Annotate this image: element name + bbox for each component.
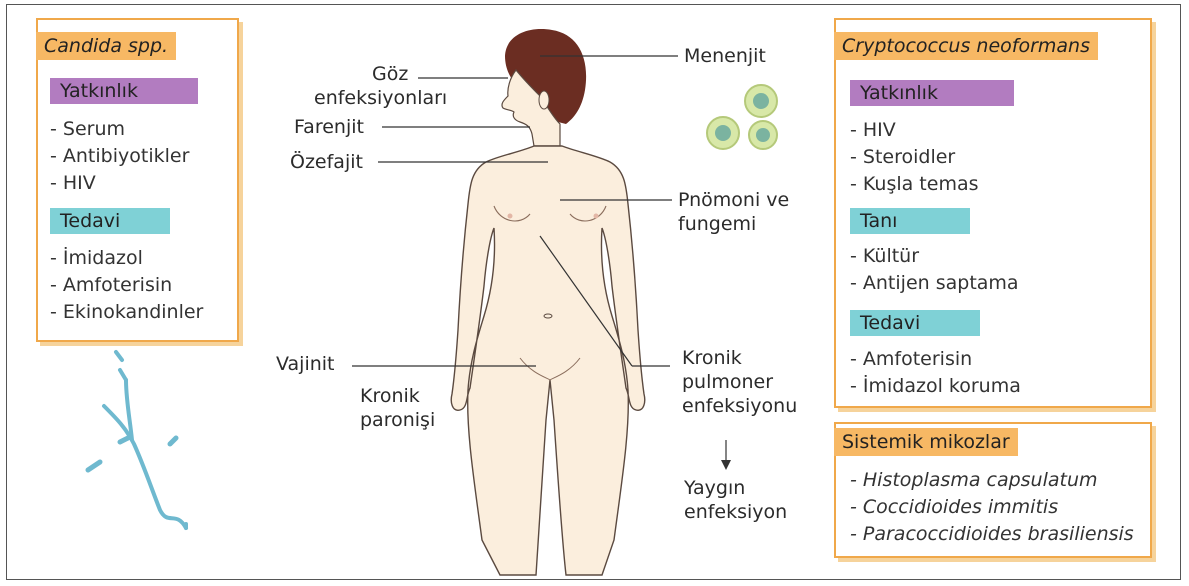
list-item: - Histoplasma capsulatum (850, 467, 1134, 494)
candida-predisposition-heading: Yatkınlık (50, 78, 198, 104)
label-menenjit: Menenjit (684, 44, 766, 68)
cryptococcus-predisposition-heading: Yatkınlık (850, 80, 1014, 106)
human-figure-illustration (451, 29, 644, 575)
label-line: paronişi (360, 408, 435, 432)
label-goz-enfeksiyonlari: Göz enfeksiyonları (314, 62, 447, 110)
label-line: Kronik (360, 384, 435, 408)
label-line: pulmoner (682, 370, 797, 394)
cryptococcus-treatment-heading: Tedavi (850, 310, 980, 336)
candida-predisposition-list: - Serum - Antibiyotikler - HIV (50, 116, 189, 197)
label-line: Yaygın (684, 476, 787, 500)
list-item: - Kültür (850, 243, 1019, 270)
cryptococcus-treatment-list: - Amfoterisin - İmidazol koruma (850, 346, 1021, 400)
list-item: - HIV (50, 170, 189, 197)
candida-treatment-heading: Tedavi (50, 208, 170, 234)
cryptococcus-yeast-cells-illustration (707, 85, 777, 149)
label-line: Pnömoni ve (678, 188, 789, 212)
list-item: - Serum (50, 116, 189, 143)
label-yaygin-enfeksiyon: Yaygın enfeksiyon (684, 476, 787, 524)
list-item: - Kuşla temas (850, 171, 979, 198)
cryptococcus-predisposition-list: - HIV - Steroidler - Kuşla temas (850, 117, 979, 198)
arrow-down-icon (721, 460, 731, 470)
systemic-mycoses-list: - Histoplasma capsulatum - Coccidioides … (850, 467, 1134, 548)
label-kronik-paronisi: Kronik paronişi (360, 384, 435, 432)
list-item: - Antibiyotikler (50, 143, 189, 170)
label-line: enfeksiyonu (682, 394, 797, 418)
label-farenjit: Farenjit (294, 115, 364, 139)
list-item: - İmidazol (50, 245, 203, 272)
label-vajinit: Vajinit (276, 352, 335, 376)
list-item: - Coccidioides immitis (850, 494, 1134, 521)
candida-title: Candida spp. (36, 32, 176, 60)
cryptococcus-diagnosis-heading: Tanı (850, 208, 970, 234)
list-item: - Amfoterisin (50, 272, 203, 299)
list-item: - HIV (850, 117, 979, 144)
candida-hyphae-illustration (88, 352, 186, 528)
label-pnomoni-ve-fungemi: Pnömoni ve fungemi (678, 188, 789, 236)
cryptococcus-diagnosis-list: - Kültür - Antijen saptama (850, 243, 1019, 297)
label-ozefajit: Özefajit (290, 150, 363, 174)
candida-treatment-list: - İmidazol - Amfoterisin - Ekinokandinle… (50, 245, 203, 326)
label-line: enfeksiyonları (314, 86, 447, 110)
list-item: - Paracoccidioides brasiliensis (850, 521, 1134, 548)
label-line: fungemi (678, 212, 789, 236)
cryptococcus-title: Cryptococcus neoformans (834, 32, 1098, 60)
list-item: - Steroidler (850, 144, 979, 171)
list-item: - İmidazol koruma (850, 373, 1021, 400)
label-line: Göz (314, 62, 447, 86)
label-line: enfeksiyon (684, 500, 787, 524)
list-item: - Amfoterisin (850, 346, 1021, 373)
label-line: Kronik (682, 346, 797, 370)
list-item: - Ekinokandinler (50, 299, 203, 326)
label-kronik-pulmoner-enfeksiyonu: Kronik pulmoner enfeksiyonu (682, 346, 797, 418)
list-item: - Antijen saptama (850, 270, 1019, 297)
systemic-mycoses-title: Sistemik mikozlar (834, 428, 1018, 456)
